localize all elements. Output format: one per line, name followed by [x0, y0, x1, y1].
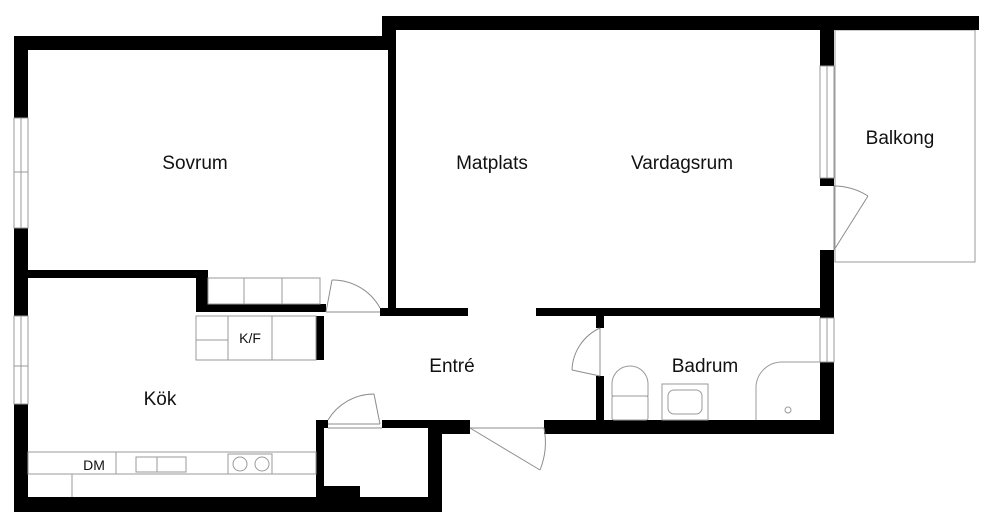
room-label-vardagsrum: Vardagsrum: [631, 153, 733, 174]
washbasin: [661, 383, 709, 421]
bedroom-door[interactable]: [325, 279, 381, 313]
room-label-badrum: Badrum: [672, 356, 739, 377]
room-label-matplats: Matplats: [456, 153, 528, 174]
bathroom-fixtures: [611, 361, 820, 421]
room-label-balkong: Balkong: [866, 128, 935, 149]
kitchen-sink: [135, 456, 187, 473]
balcony-door[interactable]: [833, 185, 869, 251]
kitchen-door[interactable]: [327, 393, 381, 425]
stove-hob: [227, 453, 273, 475]
room-labels: Sovrum Matplats Vardagsrum Balkong Kök E…: [83, 128, 934, 473]
fridge-freezer-label: K/F: [239, 330, 261, 346]
kitchen-counter: [27, 451, 317, 497]
room-label-entre: Entré: [429, 356, 474, 377]
kitchen-tall-units: [195, 315, 317, 361]
room-label-sovrum: Sovrum: [162, 153, 227, 174]
entrance-door[interactable]: [469, 427, 546, 471]
toilet: [611, 365, 649, 421]
windows: [13, 65, 835, 405]
room-label-kok: Kök: [144, 389, 177, 410]
wardrobes: [207, 277, 321, 305]
dishwasher-label: DM: [83, 457, 105, 473]
doors: [325, 185, 869, 471]
walls: [14, 16, 979, 512]
shower: [755, 361, 820, 420]
bathroom-door[interactable]: [571, 327, 601, 377]
